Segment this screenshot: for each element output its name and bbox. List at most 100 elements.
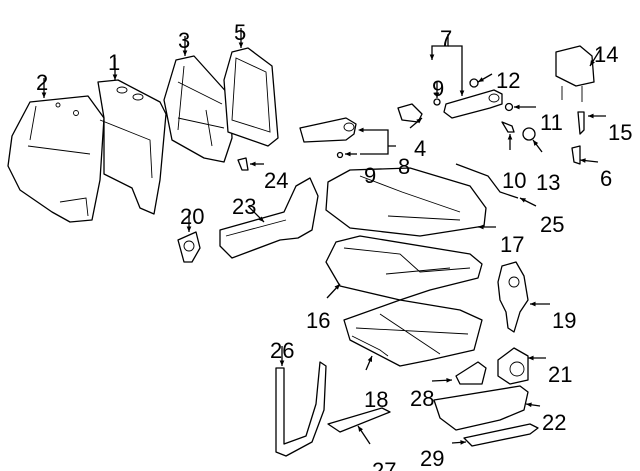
callout-24[interactable]: 24 [250, 161, 288, 193]
arrowhead [41, 92, 47, 98]
callout-28[interactable]: 28 [410, 377, 453, 411]
callout-9[interactable]: 9 [345, 151, 376, 188]
arrowhead [186, 226, 192, 232]
callout-number: 17 [500, 232, 524, 257]
part-seat-back-board[interactable] [223, 47, 279, 147]
part-cap[interactable] [522, 127, 536, 141]
callout-19[interactable]: 19 [530, 301, 576, 333]
arrowhead [112, 74, 118, 80]
part-seat-back-pad[interactable] [97, 79, 167, 215]
callout-number: 1 [108, 50, 120, 75]
callout-number: 24 [264, 168, 288, 193]
part-seat-track-cover[interactable] [327, 407, 391, 433]
callout-number: 2 [36, 70, 48, 95]
part-recliner-adjuster[interactable] [497, 261, 529, 333]
arrowhead [507, 134, 513, 140]
callout-14[interactable]: 14 [589, 42, 618, 67]
callout-26[interactable]: 26 [270, 338, 294, 366]
part-armrest-left[interactable] [299, 117, 357, 143]
callout-11[interactable]: 11 [514, 104, 563, 135]
part-bolt[interactable] [501, 121, 515, 133]
arrowhead [238, 42, 244, 48]
part-release-cable[interactable] [455, 163, 519, 199]
callout-number: 23 [232, 194, 256, 219]
callout-number: 11 [540, 110, 563, 135]
arrowhead [446, 377, 452, 383]
callout-9[interactable]: 9 [432, 76, 444, 101]
callout-1[interactable]: 1 [108, 50, 120, 80]
callout-27[interactable]: 27 [357, 425, 396, 471]
arrowhead [514, 104, 520, 110]
callout-number: 29 [420, 446, 444, 471]
callout-3[interactable]: 3 [178, 28, 190, 56]
arrowhead [250, 161, 256, 167]
part-headrest[interactable] [555, 45, 595, 102]
part-armrest-cap-lower[interactable] [336, 151, 344, 159]
callout-number: 6 [600, 166, 612, 191]
part-armrest-bracket[interactable] [397, 103, 423, 123]
arrowhead [459, 90, 465, 96]
callout-number: 20 [180, 204, 204, 229]
part-cushion-cover[interactable] [325, 167, 487, 237]
callout-5[interactable]: 5 [234, 20, 246, 48]
callout-29[interactable]: 29 [420, 440, 467, 471]
part-recliner-adjuster-inner[interactable] [177, 231, 201, 263]
arrowhead [367, 356, 372, 362]
part-bushing[interactable] [469, 78, 479, 88]
arrowhead [460, 440, 466, 445]
callout-12[interactable]: 12 [477, 68, 520, 93]
part-inner-shield[interactable] [219, 177, 319, 259]
callout-number: 19 [552, 308, 576, 333]
part-seat-back-cover[interactable] [7, 95, 105, 223]
callout-13[interactable]: 13 [532, 139, 560, 195]
part-cushion-pad[interactable] [325, 235, 483, 301]
callout-2[interactable]: 2 [36, 70, 48, 98]
arrowhead [580, 158, 586, 163]
arrowhead [345, 151, 351, 157]
arrowhead [358, 127, 364, 133]
part-seat-back-frame[interactable] [163, 55, 233, 163]
callout-8[interactable]: 8 [358, 127, 410, 179]
part-hinge-bracket[interactable] [455, 361, 487, 385]
arrowhead [182, 50, 188, 56]
arrowhead [478, 77, 484, 82]
callout-number: 15 [608, 120, 632, 145]
callout-number: 22 [542, 410, 566, 435]
arrowhead [526, 402, 532, 408]
arrowhead [530, 301, 536, 307]
leader-line [360, 129, 396, 155]
callout-number: 7 [440, 26, 452, 51]
callout-7[interactable]: 7 [429, 26, 465, 96]
callout-25[interactable]: 25 [519, 197, 564, 237]
callout-17[interactable]: 17 [478, 224, 524, 257]
part-recliner-cover[interactable] [497, 347, 529, 385]
callout-22[interactable]: 22 [525, 402, 566, 435]
part-track-cover-outer[interactable] [463, 423, 539, 447]
part-armrest-cap[interactable] [433, 98, 441, 106]
callout-15[interactable]: 15 [588, 113, 632, 145]
arrowhead [334, 284, 340, 290]
part-lever-knob[interactable] [237, 157, 249, 171]
arrowhead [528, 355, 534, 361]
part-side-shield[interactable] [433, 385, 529, 431]
callout-20[interactable]: 20 [180, 204, 204, 232]
callout-4[interactable]: 4 [409, 117, 426, 161]
callout-18[interactable]: 18 [364, 355, 388, 412]
part-cushion-frame[interactable] [343, 299, 483, 367]
callout-23[interactable]: 23 [232, 194, 265, 223]
leader-line [448, 45, 463, 96]
callout-number: 13 [536, 170, 560, 195]
callout-number: 3 [178, 28, 190, 53]
callout-6[interactable]: 6 [579, 158, 612, 191]
part-clip[interactable] [571, 145, 581, 165]
part-headrest-guide[interactable] [577, 111, 585, 135]
callout-21[interactable]: 21 [528, 355, 572, 387]
part-armrest-right[interactable] [443, 89, 503, 119]
part-nut-cap[interactable] [504, 102, 514, 112]
callout-10[interactable]: 10 [502, 134, 526, 193]
callout-16[interactable]: 16 [306, 283, 341, 333]
part-seat-track-bracket[interactable] [275, 361, 327, 457]
callout-number: 18 [364, 387, 388, 412]
